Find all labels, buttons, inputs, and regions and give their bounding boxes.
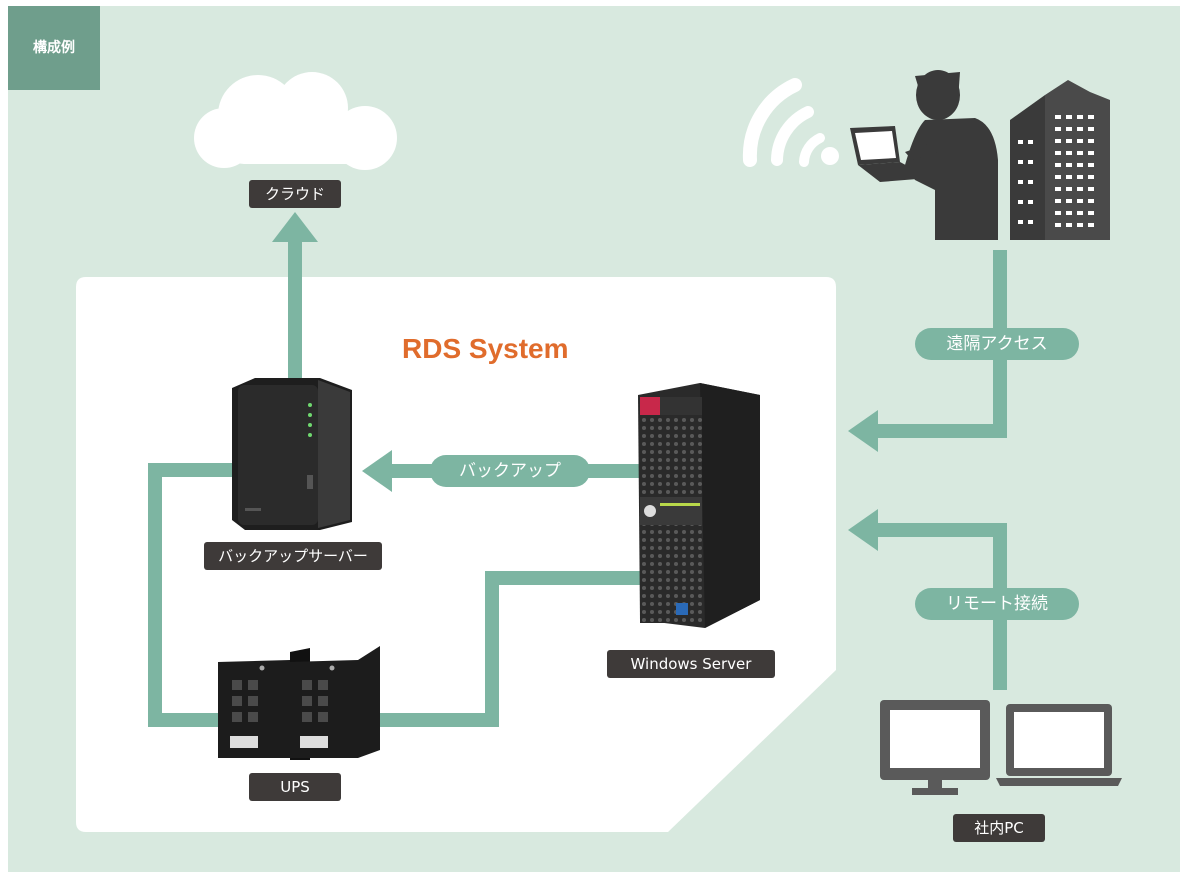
line-backup-server-to-ups — [148, 463, 240, 727]
remote-user-icon — [905, 70, 998, 240]
connector-lines — [148, 240, 1007, 727]
cloud-label: クラウド — [249, 180, 341, 208]
remote-connection-label: リモート接続 — [915, 588, 1079, 620]
backup-server-icon — [232, 378, 352, 530]
arrow-left-remote-access — [848, 410, 878, 452]
windows-server-label: Windows Server — [607, 650, 775, 678]
backup-server-label: バックアップサーバー — [204, 542, 382, 570]
remote-access-label: 遠隔アクセス — [915, 328, 1079, 360]
line-remote-connection — [872, 523, 1007, 690]
line-ups-to-windows-server — [380, 571, 640, 727]
line-remote-access — [872, 250, 1007, 438]
configuration-example-tag: 構成例 — [8, 6, 100, 90]
monitor-icon — [880, 700, 990, 795]
wifi-icon — [742, 78, 825, 167]
arrow-left-remote-connection — [848, 509, 878, 551]
office-building-icon — [1010, 80, 1110, 240]
arrowheads — [272, 212, 878, 551]
arrow-up-to-cloud — [272, 212, 318, 242]
diagram-title: RDS System — [402, 333, 569, 364]
internal-pc-label: 社内PC — [953, 814, 1045, 842]
wifi-dot-icon — [821, 147, 839, 165]
cloud-icon — [194, 72, 397, 170]
windows-server-icon — [638, 383, 760, 628]
laptop-icon — [850, 126, 930, 182]
backup-connection-label: バックアップ — [430, 455, 590, 487]
arrow-left-to-backup-server — [362, 450, 392, 492]
ups-label: UPS — [249, 773, 341, 801]
laptop-pc-icon — [996, 704, 1122, 786]
ups-icon — [218, 646, 380, 760]
